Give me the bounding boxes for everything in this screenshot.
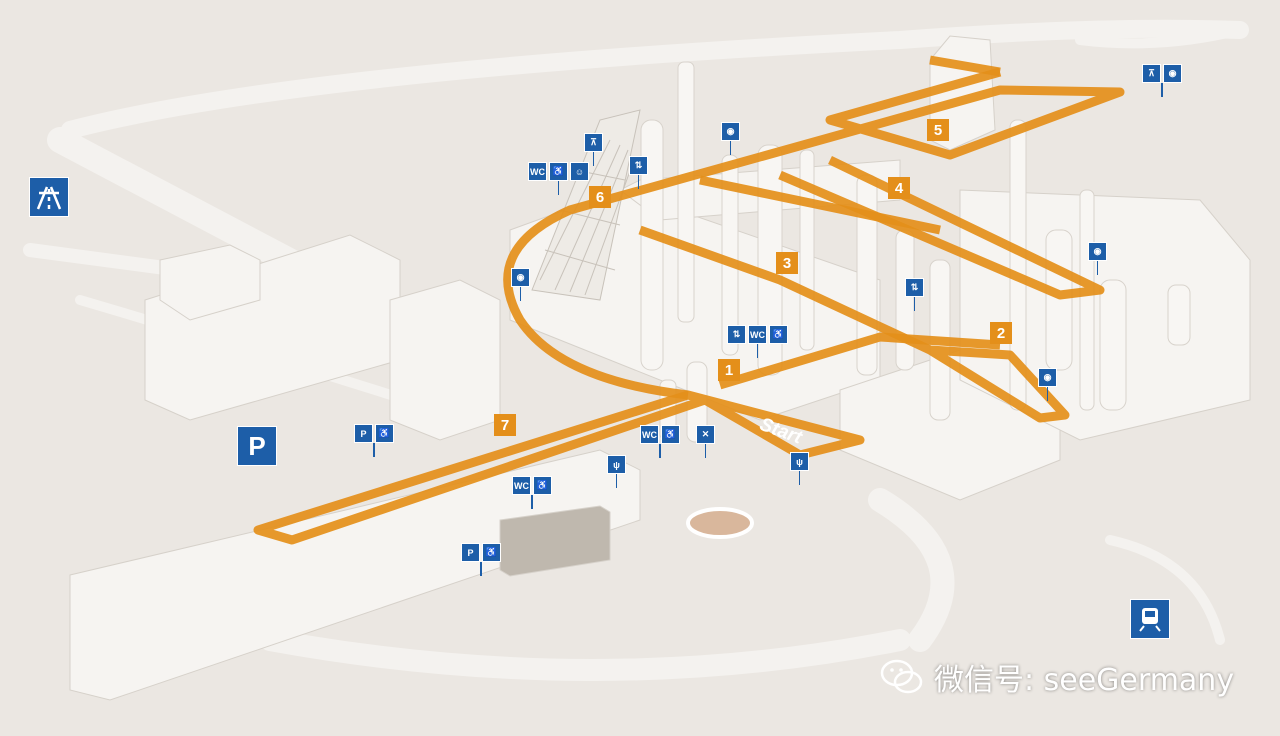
sign-viewpoint-right[interactable]: ◉ bbox=[1088, 242, 1107, 275]
watermark: 微信号: seeGermany bbox=[880, 655, 1234, 699]
wheelchair-icon: ♿ bbox=[549, 162, 568, 181]
sign-pole bbox=[659, 444, 661, 458]
sign-pole bbox=[519, 287, 522, 301]
elevator-icon: ⇅ bbox=[629, 156, 648, 175]
picnic-icon: ⊼ bbox=[584, 133, 603, 152]
sign-picnic-top[interactable]: ⊼ bbox=[584, 133, 603, 166]
stop-marker-1[interactable]: 1 bbox=[718, 359, 740, 381]
terrain bbox=[23, 19, 1249, 681]
sign-pole bbox=[1096, 261, 1099, 275]
stop-marker-4[interactable]: 4 bbox=[888, 177, 910, 199]
sign-elevator-wc-accessible[interactable]: ⇅ WC ♿ bbox=[727, 325, 788, 358]
roundabout bbox=[686, 507, 754, 539]
viewpoint-icon: ◉ bbox=[721, 122, 740, 141]
sign-pole bbox=[1046, 387, 1049, 401]
sign-viewpoint-bottom-right[interactable]: ◉ bbox=[1038, 368, 1057, 401]
sign-pole bbox=[704, 444, 707, 458]
sign-elevator-mid[interactable]: ⇅ bbox=[905, 278, 924, 311]
wheelchair-icon: ♿ bbox=[375, 424, 394, 443]
sign-viewpoint-top[interactable]: ◉ bbox=[721, 122, 740, 155]
sign-playground[interactable]: ✕ bbox=[696, 425, 715, 458]
sign-pole bbox=[480, 562, 482, 576]
sign-pole bbox=[531, 495, 533, 509]
viewpoint-icon: ◉ bbox=[511, 268, 530, 287]
stop-marker-6[interactable]: 6 bbox=[589, 186, 611, 208]
train-sign[interactable] bbox=[1130, 599, 1170, 639]
wc-icon: WC bbox=[528, 162, 547, 181]
parking-sign-large[interactable]: P bbox=[237, 426, 277, 466]
stop-marker-2[interactable]: 2 bbox=[990, 322, 1012, 344]
sign-pole bbox=[373, 443, 375, 457]
train-icon bbox=[1130, 599, 1170, 639]
motorway-icon bbox=[29, 177, 69, 217]
sign-pole bbox=[557, 181, 560, 195]
sign-restaurant-left[interactable]: ψ bbox=[607, 455, 626, 488]
sign-pole bbox=[592, 152, 595, 166]
motorway-sign[interactable] bbox=[29, 177, 69, 217]
picnic-icon: ⊼ bbox=[1142, 64, 1161, 83]
sign-pole bbox=[637, 175, 640, 189]
sign-pole bbox=[756, 344, 759, 358]
parking-icon: P bbox=[354, 424, 373, 443]
sign-picnic-viewpoint[interactable]: ⊼ ◉ bbox=[1142, 64, 1182, 97]
sign-elevator-top[interactable]: ⇅ bbox=[629, 156, 648, 189]
sign-parking-accessible-mid[interactable]: P ♿ bbox=[354, 424, 394, 457]
sign-pole bbox=[913, 297, 916, 311]
sign-restaurant-right[interactable]: ψ bbox=[790, 452, 809, 485]
elevator-icon: ⇅ bbox=[905, 278, 924, 297]
parking-icon: P bbox=[237, 426, 277, 466]
play-icon: ✕ bbox=[696, 425, 715, 444]
wheelchair-icon: ♿ bbox=[482, 543, 501, 562]
restaurant-icon: ψ bbox=[607, 455, 626, 474]
sign-parking-accessible-lower[interactable]: P ♿ bbox=[461, 543, 501, 576]
chimneys bbox=[640, 61, 1191, 443]
restaurant-icon: ψ bbox=[790, 452, 809, 471]
wheelchair-icon: ♿ bbox=[661, 425, 680, 444]
sign-wc-accessible-lower[interactable]: WC ♿ bbox=[512, 476, 552, 509]
stop-marker-7[interactable]: 7 bbox=[494, 414, 516, 436]
viewpoint-icon: ◉ bbox=[1163, 64, 1182, 83]
stop-marker-5[interactable]: 5 bbox=[927, 119, 949, 141]
viewpoint-icon: ◉ bbox=[1088, 242, 1107, 261]
wheelchair-icon: ♿ bbox=[533, 476, 552, 495]
wc-icon: WC bbox=[640, 425, 659, 444]
elevator-icon: ⇅ bbox=[727, 325, 746, 344]
baby-change-icon: ☺ bbox=[570, 162, 589, 181]
wc-icon: WC bbox=[748, 325, 767, 344]
sign-viewpoint-left[interactable]: ◉ bbox=[511, 268, 530, 301]
sign-wc-accessible-baby[interactable]: WC ♿ ☺ bbox=[528, 162, 589, 195]
wechat-icon bbox=[880, 659, 923, 694]
sign-pole bbox=[615, 474, 618, 488]
sign-pole bbox=[1161, 83, 1163, 97]
stop-marker-3[interactable]: 3 bbox=[776, 252, 798, 274]
wc-icon: WC bbox=[512, 476, 531, 495]
wheelchair-icon: ♿ bbox=[769, 325, 788, 344]
viewpoint-icon: ◉ bbox=[1038, 368, 1057, 387]
watermark-text: 微信号: seeGermany bbox=[934, 663, 1235, 698]
sign-pole bbox=[798, 471, 801, 485]
sign-wc-accessible-center[interactable]: WC ♿ bbox=[640, 425, 680, 458]
parking-icon: P bbox=[461, 543, 480, 562]
sign-pole bbox=[729, 141, 732, 155]
